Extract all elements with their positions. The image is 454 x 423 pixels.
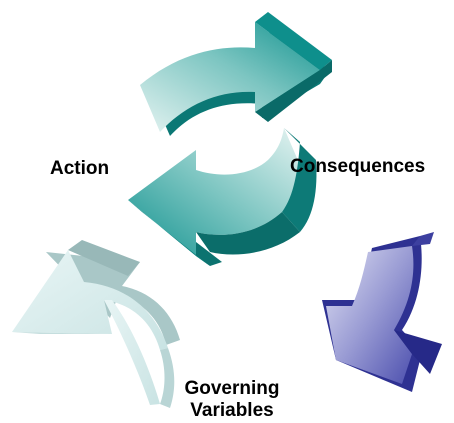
- action-label: Action: [50, 158, 110, 179]
- arrow-middle-left-icon: [128, 128, 317, 266]
- governing-variables-label: Governing Variables: [172, 378, 292, 422]
- arrow-bottom-left-pale-icon: [12, 240, 180, 408]
- arrow-bottom-right-blue-icon: [322, 232, 442, 392]
- arrow-top-right-icon: [140, 12, 332, 136]
- governing-variables-line1: Governing: [184, 378, 280, 399]
- governing-variables-line2: Variables: [190, 400, 274, 421]
- consequences-label: Consequences: [290, 156, 426, 177]
